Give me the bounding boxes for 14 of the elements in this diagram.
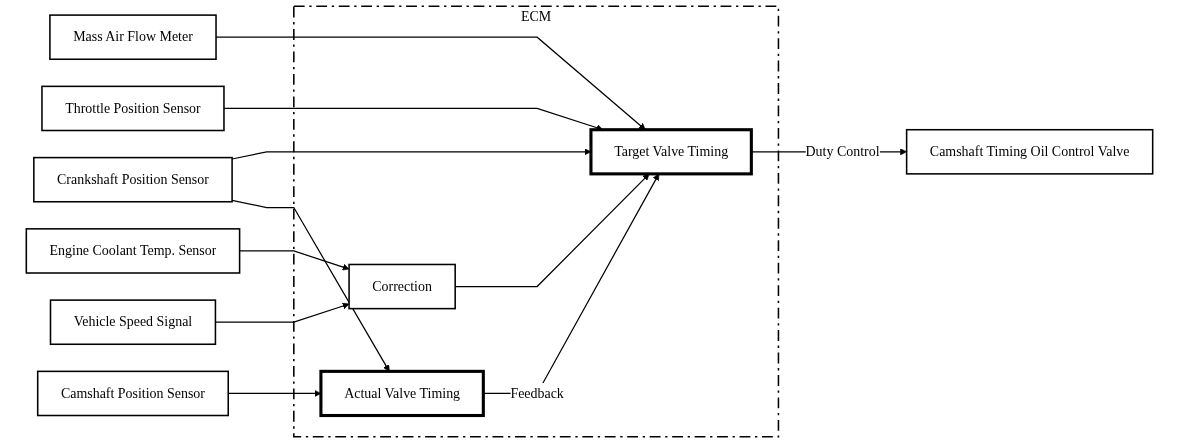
edge-label: Duty Control — [805, 143, 880, 160]
node-box: Vehicle Speed Signal — [49, 299, 217, 346]
node-box: Camshaft Position Sensor — [36, 370, 229, 417]
node-box: Correction — [348, 263, 456, 310]
arrow — [239, 250, 350, 271]
node-box: Mass Air Flow Meter — [49, 14, 217, 61]
arrow — [231, 199, 390, 372]
node-box: Throttle Position Sensor — [41, 85, 225, 132]
edge-label: Feedback — [510, 385, 564, 401]
node-box: Actual Valve Timing — [319, 369, 485, 418]
node-box: Crankshaft Position Sensor — [33, 156, 233, 203]
node-box: Target Valve Timing — [589, 128, 753, 176]
node-box: Engine Coolant Temp. Sensor — [25, 228, 241, 274]
node-box: Camshaft Timing Oil Control Valve — [905, 128, 1154, 175]
